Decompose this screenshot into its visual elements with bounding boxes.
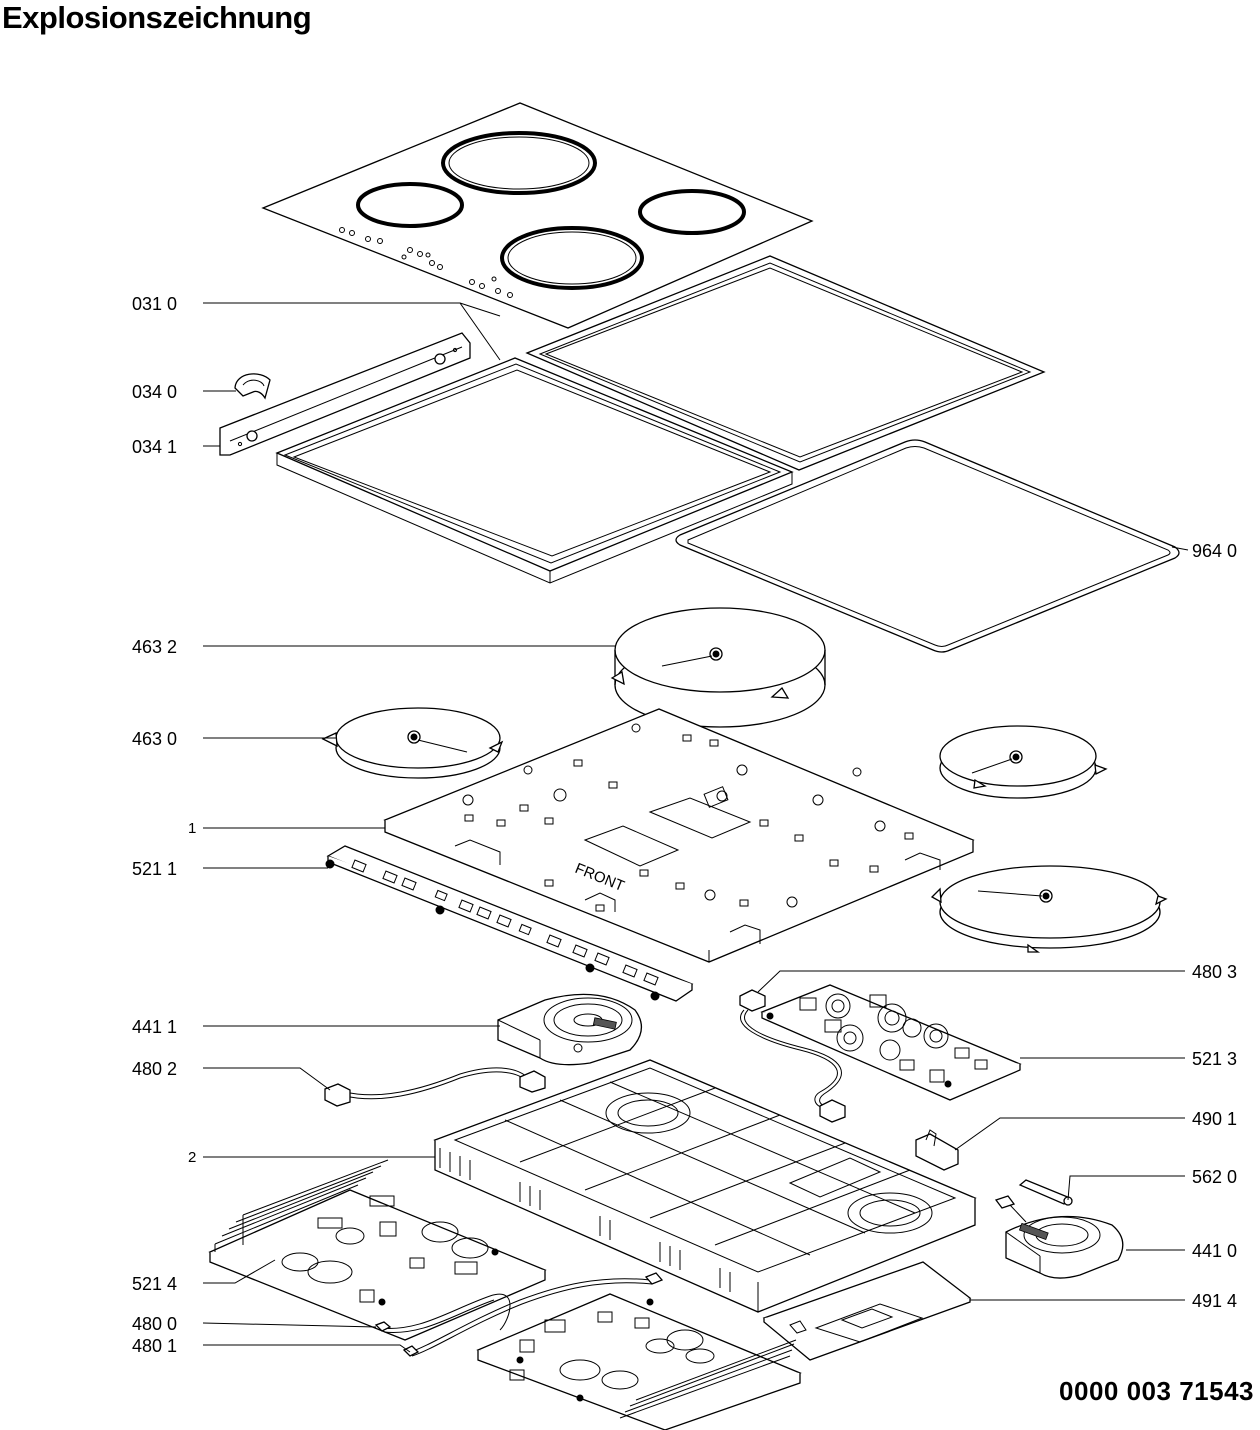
cooling-fan-left xyxy=(497,993,642,1066)
label-4411: 441 1 xyxy=(132,1017,177,1037)
label-4802: 480 2 xyxy=(132,1059,177,1079)
gasket-seal xyxy=(675,439,1180,653)
label-4914: 491 4 xyxy=(1192,1291,1237,1311)
label-4801: 480 1 xyxy=(132,1336,177,1356)
heating-element-large xyxy=(610,607,826,728)
cooling-fan-right xyxy=(994,1195,1124,1279)
cable-harness-bottom xyxy=(374,1272,664,1357)
frame-inner xyxy=(275,357,794,584)
page-title: Explosionszeichnung xyxy=(2,0,312,35)
label-5620: 562 0 xyxy=(1192,1167,1237,1187)
label-4901: 490 1 xyxy=(1192,1109,1237,1129)
power-board-bottom xyxy=(476,1293,802,1430)
label-5211: 521 1 xyxy=(132,859,177,879)
label-4410: 441 0 xyxy=(1192,1241,1237,1261)
label-4800: 480 0 xyxy=(132,1314,177,1334)
document-number: 0000 003 71543 xyxy=(1059,1376,1254,1406)
label-0310: 031 0 xyxy=(132,294,177,314)
label-9640: 964 0 xyxy=(1192,541,1237,561)
clip xyxy=(234,373,271,400)
frame-outer xyxy=(525,255,1046,471)
mounting-bracket xyxy=(219,332,471,456)
label-0341: 034 1 xyxy=(132,437,177,457)
label-5214: 521 4 xyxy=(132,1274,177,1294)
label-4632: 463 2 xyxy=(132,637,177,657)
power-board-right xyxy=(760,984,1022,1101)
glass-ceramic-top xyxy=(261,102,814,329)
lower-housing xyxy=(433,1059,977,1313)
shield-plate xyxy=(762,1261,972,1361)
control-board xyxy=(325,845,694,1002)
label-4803: 480 3 xyxy=(1192,962,1237,982)
heating-element-right-small xyxy=(939,725,1108,799)
label-5213: 521 3 xyxy=(1192,1049,1237,1069)
cable-harness-right xyxy=(739,989,846,1123)
power-board-left xyxy=(208,1159,547,1341)
heating-element-left xyxy=(321,707,504,779)
base-plate: FRONT xyxy=(383,708,975,963)
leader-lines xyxy=(202,302,1189,1353)
fuse xyxy=(1018,1179,1073,1206)
label-1: 1 xyxy=(188,820,196,837)
heating-element-right-large xyxy=(930,865,1168,953)
label-4630: 463 0 xyxy=(132,729,177,749)
cable-harness-left xyxy=(324,1067,546,1107)
label-2: 2 xyxy=(188,1149,196,1166)
holder xyxy=(915,1129,959,1171)
label-0340: 034 0 xyxy=(132,382,177,402)
part-labels: 031 0 034 0 034 1 964 0 463 2 463 0 1 52… xyxy=(132,294,1237,1356)
